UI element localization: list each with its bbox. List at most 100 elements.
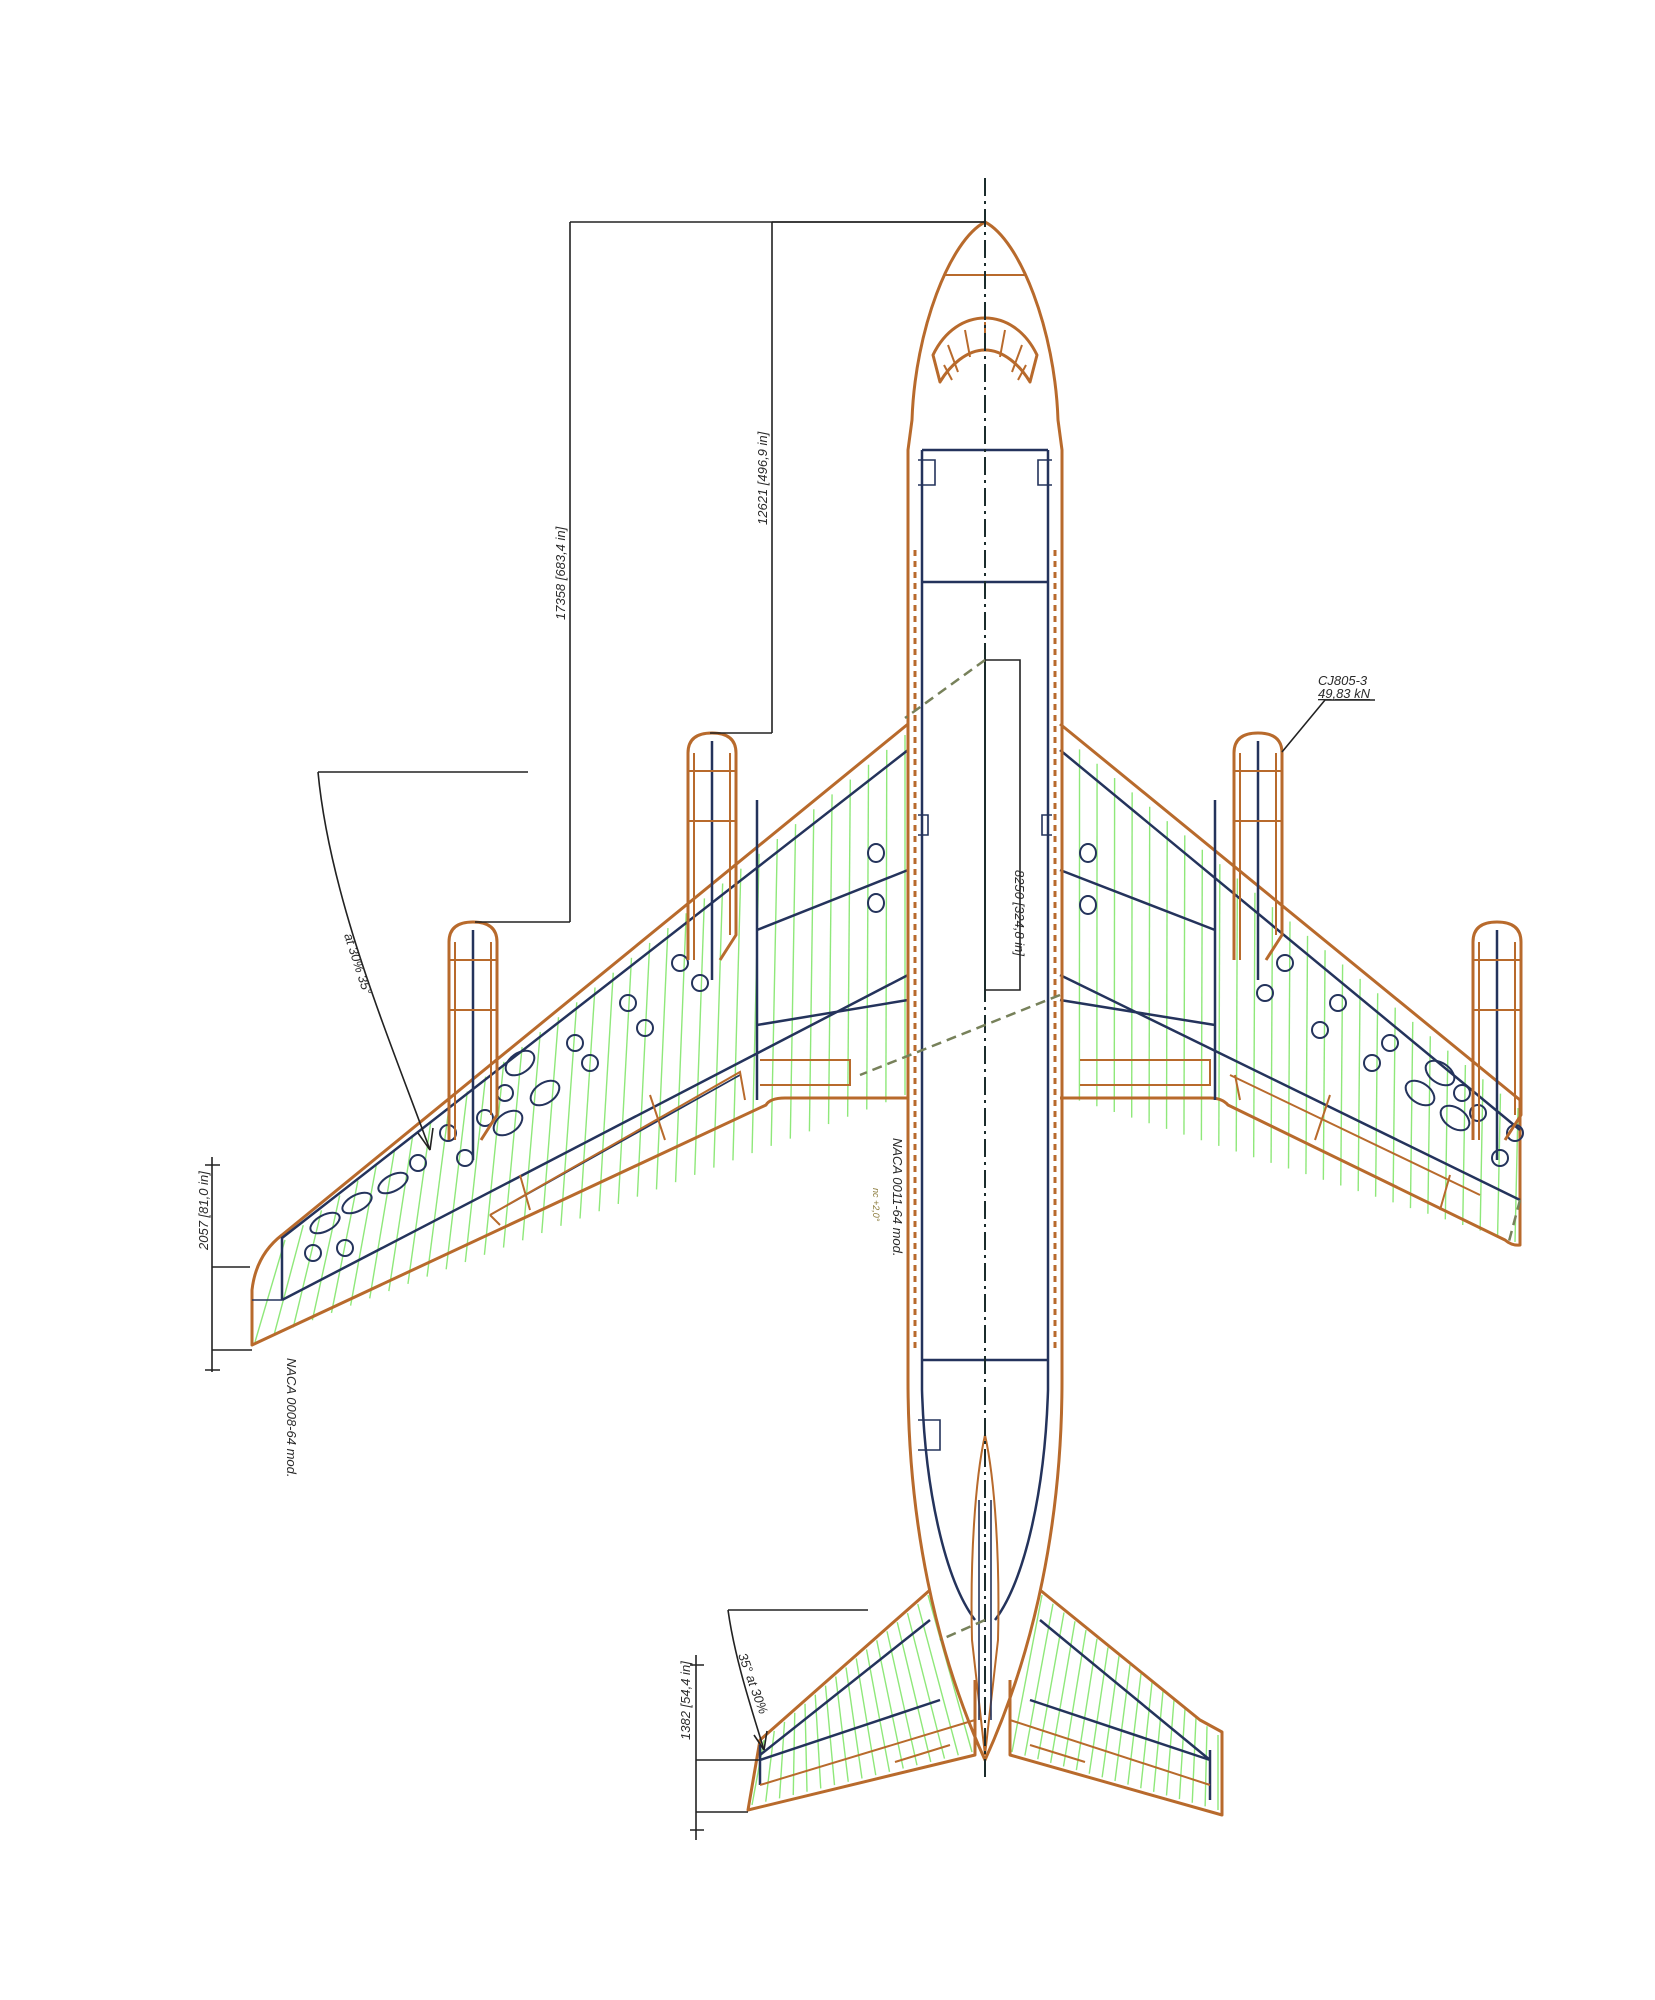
wing-access-hole — [492, 1109, 524, 1137]
wing-access-hole — [529, 1079, 561, 1107]
wing-access-hole — [581, 1054, 599, 1072]
left-stabilizer-outline — [746, 1588, 977, 1812]
right-stabilizer-rib — [1140, 1682, 1153, 1789]
tail-reference-line — [939, 1618, 986, 1642]
left-stabilizer-rib — [792, 1712, 796, 1796]
engine-thrust-label: 49,83 kN — [1318, 686, 1371, 701]
fuselage-inner-wall-left — [920, 450, 977, 1621]
wing-access-hole — [1381, 1034, 1399, 1052]
wing-access-hole — [1491, 1149, 1509, 1167]
left-stabilizer-rib — [778, 1721, 786, 1799]
right-stabilizer-rib — [1075, 1638, 1098, 1771]
wing-access-hole — [1404, 1079, 1436, 1107]
left-wing-rib — [885, 749, 888, 1103]
left-wing-rib — [502, 1046, 523, 1248]
wing-access-hole — [1256, 984, 1274, 1002]
right-wing-rib — [1462, 1064, 1467, 1226]
door-wing-left — [918, 814, 929, 836]
left-wing-rib — [674, 913, 687, 1183]
right-wing-rib — [1444, 1050, 1449, 1220]
right-wing — [1059, 722, 1524, 1247]
left-wing-outline — [250, 722, 909, 1347]
root-twist-label: nc +2,0° — [871, 1188, 881, 1222]
wing-access-hole — [336, 1239, 354, 1257]
right-wing-rib — [1287, 921, 1291, 1169]
left-stabilizer-rib — [906, 1612, 946, 1759]
right-stabilizer-rib — [1204, 1726, 1208, 1807]
left-horizontal-stabilizer — [746, 1588, 977, 1812]
right-inboard-engine-frames — [1234, 770, 1282, 822]
left-stabilizer-rib — [886, 1631, 918, 1766]
wing-access-hole — [309, 1211, 341, 1235]
left-wing-rib — [426, 1106, 450, 1277]
right-wing-rib — [1409, 1021, 1414, 1209]
wing-access-hole — [476, 1109, 494, 1127]
right-wing-rib — [1357, 978, 1361, 1192]
left-flap-outline — [489, 1070, 746, 1226]
left-spoiler-outline — [760, 1059, 851, 1086]
left-wing-rib-hatching — [254, 735, 906, 1343]
wing-access-hole — [619, 994, 637, 1012]
left-wing-rib — [292, 1210, 323, 1328]
right-wing-rib — [1374, 993, 1379, 1197]
right-wing-rib — [1200, 849, 1204, 1141]
left-inboard-engine-inner — [693, 753, 731, 960]
right-stabilizer-rib — [1011, 1594, 1043, 1753]
right-wing-rib — [1427, 1036, 1432, 1214]
left-wing-rib — [808, 809, 815, 1132]
wing-access-hole — [1079, 843, 1097, 863]
left-wing-root-box — [755, 800, 909, 1100]
wing-reference-line-upper — [904, 658, 986, 720]
right-wing-rib — [1392, 1007, 1396, 1203]
dimension-label-1382: 1382 [54,4 in] — [678, 1661, 693, 1740]
left-wing-rib — [617, 957, 633, 1205]
fuselage — [906, 220, 1064, 1762]
dimension-label-8250: 8250 [324,8 in] — [1012, 870, 1027, 956]
left-stabilizer-rib — [855, 1658, 877, 1776]
wing-access-hole — [504, 1049, 536, 1077]
right-stabilizer-rib — [1191, 1717, 1197, 1803]
left-stabilizer-rib — [751, 1739, 765, 1806]
wing-access-hole — [496, 1084, 514, 1102]
right-wing-tip-cut — [1506, 1199, 1522, 1246]
right-inboard-engine-nacelle — [1232, 731, 1284, 961]
left-wing-rib — [598, 972, 614, 1212]
right-wing-rib — [1235, 878, 1239, 1152]
right-wing-rib — [1148, 806, 1151, 1124]
wing-access-hole — [1439, 1104, 1471, 1132]
right-wing-rib — [1322, 950, 1326, 1180]
right-stabilizer-rib — [1178, 1708, 1186, 1800]
left-stabilizer-rib — [765, 1730, 775, 1802]
right-outboard-engine-frames — [1473, 959, 1521, 1011]
right-outboard-engine-nacelle — [1471, 920, 1523, 1141]
left-wing-rib — [273, 1224, 304, 1335]
left-wing-rib — [445, 1091, 469, 1270]
right-stabilizer-rib — [1062, 1629, 1087, 1767]
right-wing-rib — [1165, 821, 1168, 1129]
left-wing-rib — [713, 883, 724, 1168]
right-wing-rib — [1340, 964, 1344, 1186]
left-wing-rib — [732, 868, 742, 1161]
wing-access-hole — [1363, 1054, 1381, 1072]
left-wing-access-holes — [304, 843, 885, 1262]
right-spoiler-outline — [1080, 1059, 1211, 1086]
left-wing-rib — [560, 1002, 578, 1226]
wing-access-hole — [1276, 954, 1294, 972]
left-wing-rib — [770, 838, 779, 1146]
right-stabilizer-rib — [1088, 1647, 1109, 1774]
left-wing-rib — [636, 942, 651, 1197]
left-stabilizer-rib — [865, 1649, 891, 1773]
door-wing-right — [1041, 814, 1052, 836]
right-wing-access-holes — [1079, 843, 1524, 1167]
left-wing-rib — [311, 1195, 341, 1321]
wing-access-hole — [1079, 895, 1097, 915]
left-wing-rib — [349, 1165, 377, 1306]
right-outboard-engine-inner — [1478, 942, 1516, 1140]
right-stabilizer-rib — [1101, 1656, 1120, 1778]
left-wing-rib — [655, 928, 669, 1190]
wing-access-hole — [377, 1171, 409, 1195]
left-wing-rib — [866, 764, 870, 1110]
wing-access-hole — [671, 954, 689, 972]
left-wing-rib — [694, 898, 706, 1175]
